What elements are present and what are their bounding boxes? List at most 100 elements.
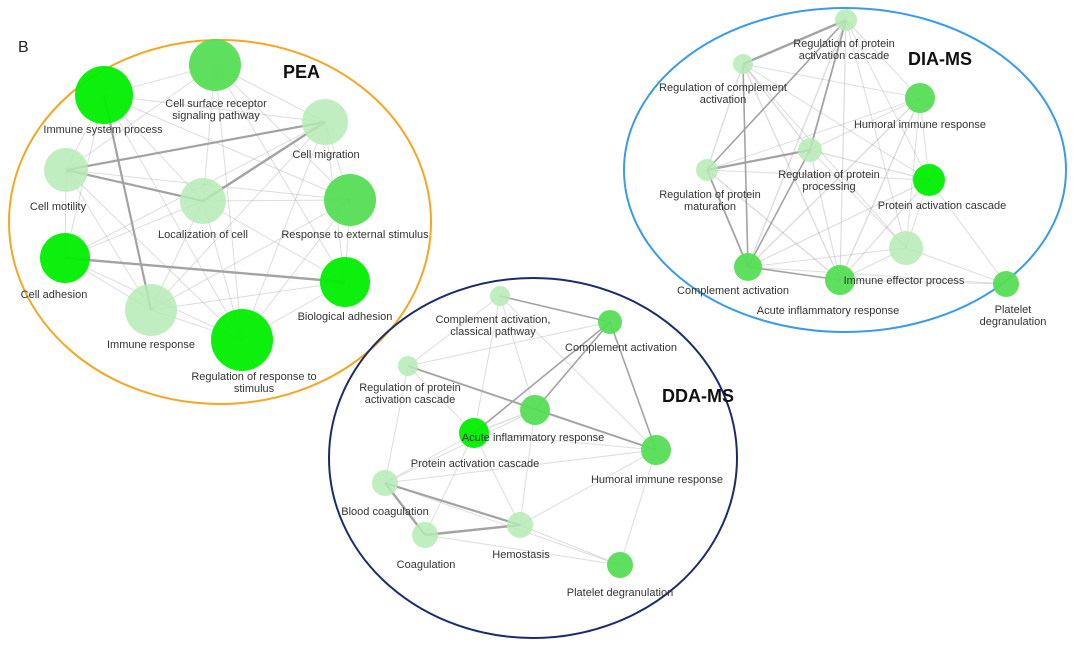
dda-edge-hir-pd — [619, 449, 657, 566]
dia-node-air — [825, 265, 855, 295]
nodes-layer — [40, 9, 1019, 578]
dda-node-label-hir: Humoral immune response — [591, 474, 723, 486]
dia-edge-rcomp-compa — [742, 63, 749, 268]
pea-node-label-line: stimulus — [234, 383, 275, 395]
dda-node-label-line: Protein activation cascade — [411, 458, 539, 470]
pea-node-label-line: Immune system process — [43, 124, 163, 136]
dia-node-label-compa: Complement activation — [677, 285, 789, 297]
dia-edge-hir-compa — [747, 97, 921, 268]
dda-node-label-compa: Complement activation — [565, 342, 677, 354]
dia-node-label-line: Regulation of protein — [659, 189, 761, 201]
dda-node-label-line: Platelet degranulation — [567, 587, 673, 599]
pea-node-res — [324, 174, 376, 226]
dia-node-label-line: Platelet — [995, 304, 1032, 316]
pea-node-label-line: Cell adhesion — [21, 289, 88, 301]
dia-edge-rpm-pac — [706, 169, 930, 181]
pea-node-label-line: Biological adhesion — [298, 311, 393, 323]
pea-edge-csr-cmot — [65, 64, 216, 171]
pea-edge-ir-ba — [150, 281, 346, 311]
pea-edge-cmot-rrs — [65, 169, 243, 341]
dia-edge-rcomp-pac — [742, 63, 930, 181]
dda-node-label-line: Hemostasis — [492, 549, 550, 561]
dia-edge-rpp-pac — [809, 149, 930, 181]
dda-boundary — [328, 277, 738, 639]
dia-node-hir — [905, 83, 935, 113]
dda-node-label-line: Acute inflammatory response — [462, 432, 604, 444]
pea-node-label-line: signaling pathway — [172, 110, 260, 122]
dia-node-label-air: Acute inflammatory response — [757, 305, 899, 317]
dda-edge-coag-hem — [424, 523, 521, 537]
dda-node-coag — [412, 522, 438, 548]
dda-node-bc — [372, 470, 398, 496]
dda-edge-bc-hem — [384, 481, 521, 527]
dia-edge-rcomp-iep — [742, 63, 907, 249]
dia-node-label-line: activation — [700, 94, 746, 106]
dia-node-label-line: Protein activation cascade — [878, 200, 1006, 212]
dda-node-label-cacp: Complement activation,classical pathway — [436, 314, 551, 338]
dda-edge-cacp-rpac — [407, 295, 501, 367]
dia-edge-rpm-air — [706, 169, 841, 281]
dda-node-label-bc: Blood coagulation — [341, 506, 428, 518]
dia-edge-rpac-rcomp — [742, 18, 847, 66]
pea-edge-cm-loc — [202, 120, 326, 203]
dia-node-label-line: processing — [802, 181, 855, 193]
dda-edge-coag-pd — [424, 534, 621, 566]
dia-edge-rpm-compa — [706, 169, 749, 268]
dia-node-label-line: maturation — [684, 201, 736, 213]
dia-node-label-line: Complement activation — [677, 285, 789, 297]
dia-boundary — [623, 7, 1067, 333]
pea-node-ca — [40, 233, 90, 283]
dda-edge-compa-pac — [473, 321, 611, 434]
pea-node-label-ba: Biological adhesion — [298, 311, 393, 323]
dda-edge-cacp-compa — [499, 295, 611, 323]
pea-node-rrs — [211, 309, 273, 371]
dia-node-label-line: Immune effector process — [844, 275, 965, 287]
dda-node-cacp — [490, 286, 510, 306]
dda-node-compa — [598, 310, 622, 334]
pea-edge-csr-ba — [214, 64, 346, 283]
dda-edge-rpac-pac — [407, 365, 475, 434]
pea-node-label-line: Response to external stimulus — [281, 229, 429, 241]
pea-node-label-ir: Immune response — [107, 339, 195, 351]
dia-edge-rpp-rpm — [706, 148, 811, 172]
dda-edge-cacp-pac — [473, 295, 501, 434]
panel-label: B — [18, 39, 29, 56]
dda-node-hir — [641, 435, 671, 465]
dda-edge-pac-coag — [424, 432, 475, 536]
dda-node-rpac — [398, 356, 418, 376]
dia-edge-rpac-rpm — [706, 19, 847, 171]
dia-edge-pac-pd — [928, 179, 1007, 285]
pea-node-isp — [75, 66, 133, 124]
dda-node-label-line: Coagulation — [397, 559, 456, 571]
dda-edge-air-bc — [384, 409, 536, 484]
pea-edge-ca-ba — [64, 256, 346, 284]
pea-node-ba — [320, 257, 370, 307]
dia-edge-pac-compa — [747, 179, 930, 268]
dda-edge-pac-hir — [473, 432, 657, 451]
pea-node-label-line: Cell migration — [292, 149, 359, 161]
dda-node-label-line: Blood coagulation — [341, 506, 428, 518]
dia-node-iep — [889, 231, 923, 265]
pea-edge-cm-ir — [150, 121, 326, 311]
dda-node-label-hem: Hemostasis — [492, 549, 550, 561]
dda-node-air — [520, 395, 550, 425]
dia-edge-air-pd — [839, 279, 1007, 285]
pea-edge-loc-ba — [202, 200, 346, 283]
pea-node-label-isp: Immune system process — [43, 124, 163, 136]
pea-edge-isp-ir — [102, 94, 153, 311]
pea-node-label-res: Response to external stimulus — [281, 229, 429, 241]
dda-edge-air-hem — [519, 409, 536, 526]
dia-node-label-iep: Immune effector process — [844, 275, 965, 287]
dda-edge-rpac-bc — [384, 365, 409, 484]
dda-node-label-coag: Coagulation — [397, 559, 456, 571]
dda-node-pd — [607, 552, 633, 578]
dia-node-rpp — [798, 138, 822, 162]
dia-title: DIA-MS — [908, 49, 972, 69]
pea-node-csr — [189, 39, 241, 91]
dia-edge-hir-rpm — [706, 97, 921, 171]
